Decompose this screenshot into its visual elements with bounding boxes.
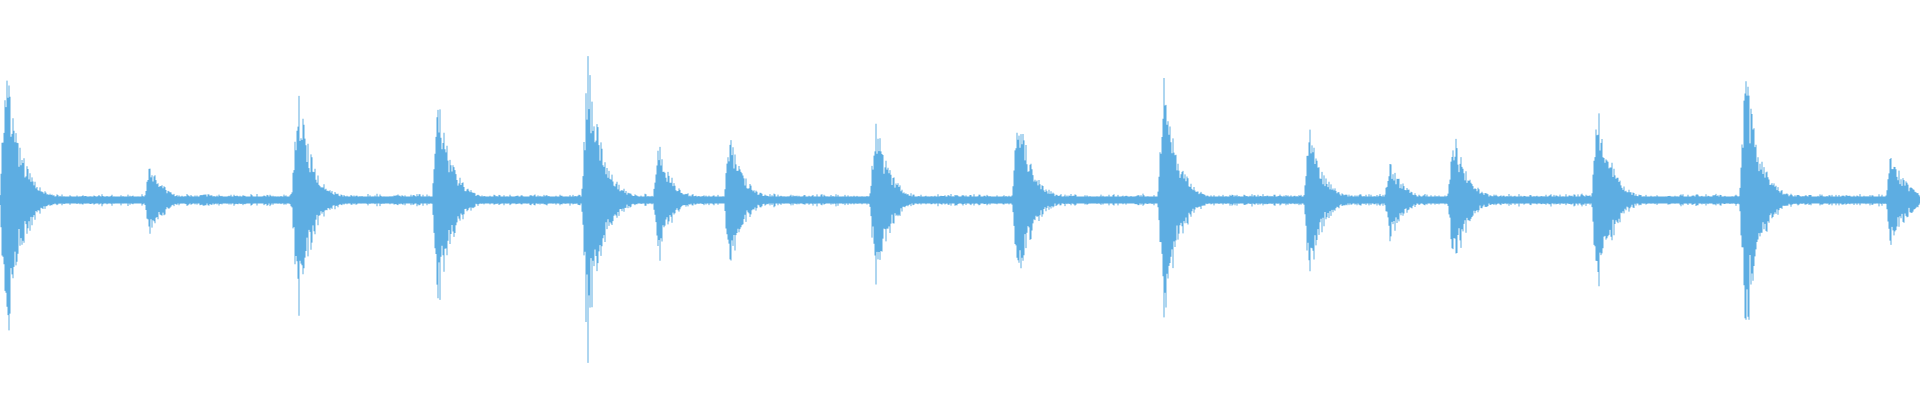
waveform-signal <box>0 56 1920 363</box>
